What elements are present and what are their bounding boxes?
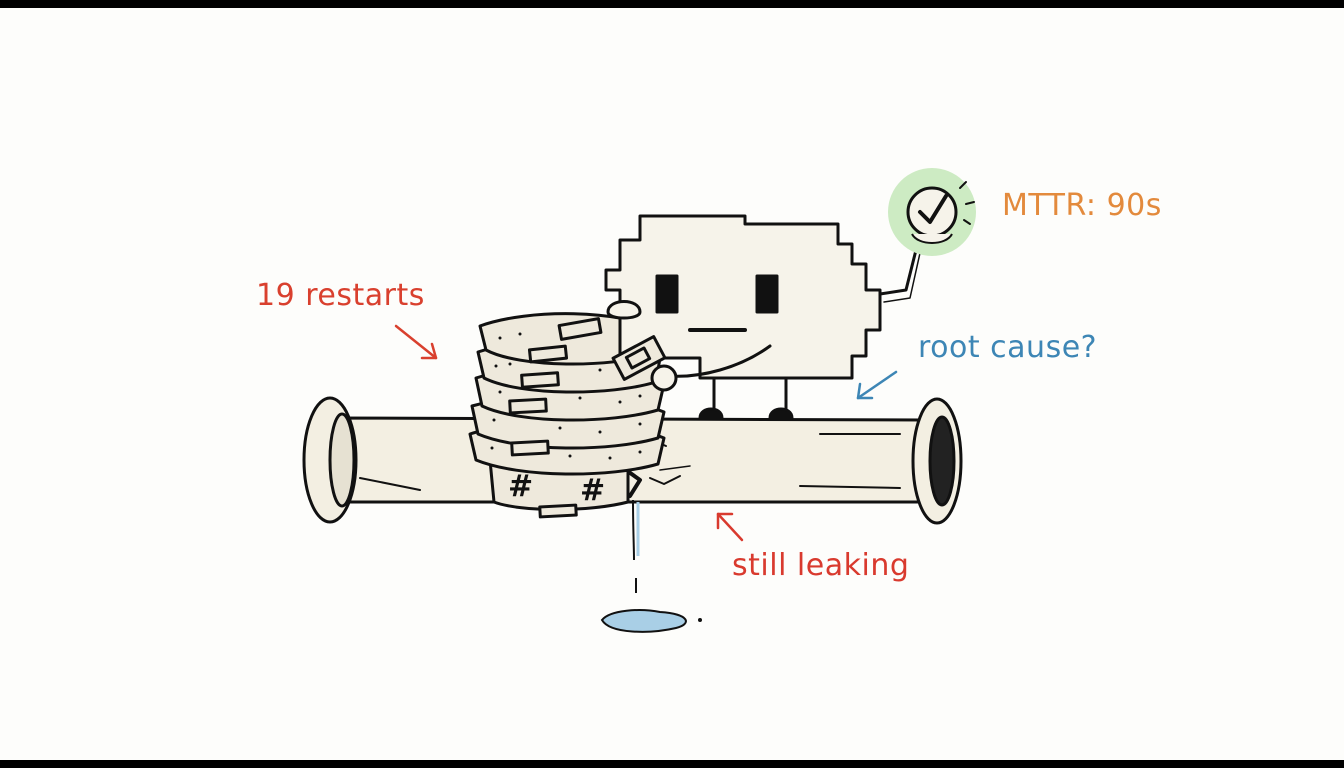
arrow-root-cause — [856, 370, 898, 400]
restarts-label: 19 restarts — [256, 278, 425, 313]
water-leak — [600, 499, 702, 633]
illustration-canvas: # # — [0, 8, 1344, 760]
still-leaking-label: still leaking — [732, 548, 910, 583]
svg-text:#: # — [580, 473, 605, 508]
arrow-restarts — [394, 324, 438, 360]
svg-text:#: # — [508, 469, 533, 504]
blob-character — [604, 214, 923, 420]
arrow-still-leaking — [716, 512, 744, 542]
bandage-stack: # # — [468, 312, 666, 519]
mttr-label: MTTR: 90s — [1002, 188, 1162, 223]
pipe-patch-illustration: # # — [302, 168, 976, 633]
root-cause-label: root cause? — [918, 330, 1098, 365]
check-circle-icon — [888, 168, 976, 256]
